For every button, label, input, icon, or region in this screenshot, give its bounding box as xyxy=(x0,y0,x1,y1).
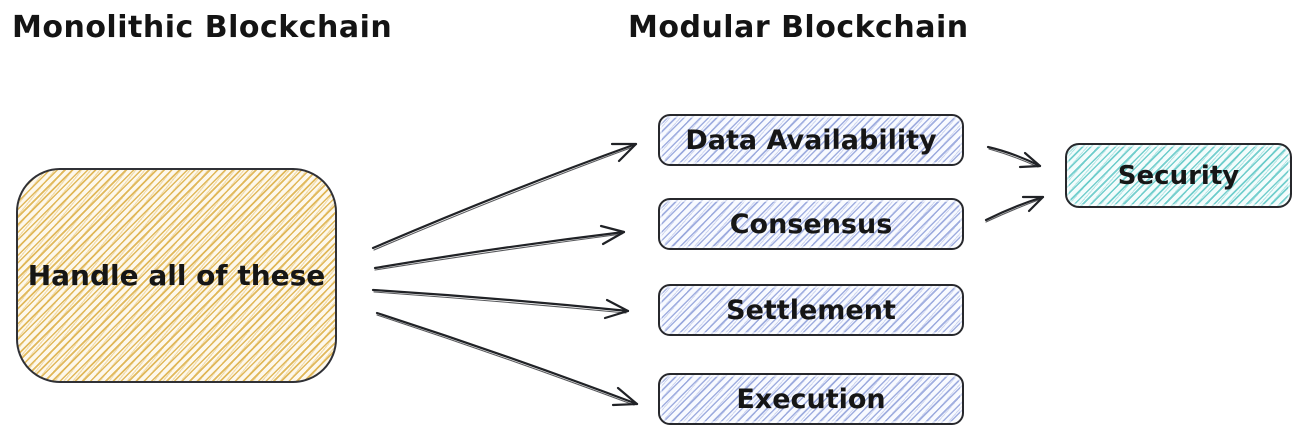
layer-label: Consensus xyxy=(729,208,893,240)
arrow-data-availability-to-security xyxy=(986,145,1042,169)
layer-data-availability: Data Availability xyxy=(658,114,964,166)
layer-execution: Execution xyxy=(658,373,964,425)
security-node: Security xyxy=(1065,143,1292,208)
layer-label: Settlement xyxy=(726,294,896,326)
arrow-consensus-to-security xyxy=(984,195,1045,223)
layer-label: Data Availability xyxy=(685,124,937,156)
security-node-label: Security xyxy=(1117,160,1240,191)
arrow-monolithic-to-consensus xyxy=(373,224,626,271)
arrow-monolithic-to-execution xyxy=(375,311,639,407)
layer-settlement: Settlement xyxy=(658,284,964,336)
arrow-monolithic-to-data-availability xyxy=(371,142,638,251)
arrow-monolithic-to-settlement xyxy=(371,288,630,320)
layer-consensus: Consensus xyxy=(658,198,964,250)
layer-label: Execution xyxy=(736,383,886,415)
monolithic-node: Handle all of these xyxy=(16,168,337,383)
monolithic-node-label: Handle all of these xyxy=(27,259,326,292)
monolithic-title: Monolithic Blockchain xyxy=(12,10,393,45)
modular-title: Modular Blockchain xyxy=(628,10,969,45)
